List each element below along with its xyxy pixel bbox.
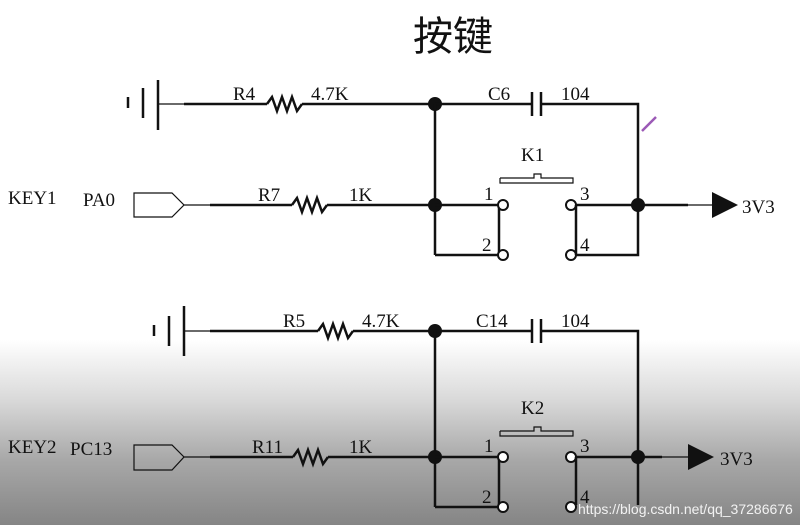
c6-ref: C6 [488,84,510,105]
pin-4: 4 [580,487,590,508]
supply-3v3-label: 3V3 [742,197,775,218]
junction [631,198,645,212]
pin-4: 4 [580,235,590,256]
resistor-r7 [290,194,329,216]
port-pa0-symbol [133,192,185,218]
ground-symbol [152,306,210,356]
key2-label: KEY2 [8,437,57,458]
junction [631,450,645,464]
power-arrow-icon [688,444,714,470]
pin-1: 1 [484,436,494,457]
k2-ref: K2 [521,398,544,419]
pen-cursor-icon [641,116,657,132]
power-arrow-icon [712,192,738,218]
r7-value: 1K [349,185,373,206]
circuit-key2: R5 4.7K C14 104 KEY2 PC13 R11 1K K2 1 2 [8,306,753,513]
key1-label: KEY1 [8,188,57,209]
port-pa0-label: PA0 [83,190,115,211]
r11-ref: R11 [252,437,283,458]
r5-value: 4.7K [362,311,400,332]
r4-value: 4.7K [311,84,349,105]
ground-symbol [126,80,184,130]
r5-ref: R5 [283,311,305,332]
wire [541,102,640,205]
resistor-r5 [316,320,355,342]
pin-1: 1 [484,184,494,205]
r4-ref: R4 [233,84,256,105]
pushbutton-k2 [497,426,577,513]
circuit-key1: R4 4.7K C6 104 KEY1 PA0 R7 1K K1 [8,80,775,261]
supply-3v3-label: 3V3 [720,449,753,470]
pin-3: 3 [580,436,590,457]
r7-ref: R7 [258,185,280,206]
k1-ref: K1 [521,145,544,166]
pushbutton-k1 [497,173,577,261]
page-title: 按键 [413,14,493,60]
resistor-r4 [265,93,304,115]
c6-value: 104 [561,84,590,105]
c14-ref: C14 [476,311,508,332]
port-pc13-symbol [133,444,185,471]
pin-3: 3 [580,184,590,205]
pin-2: 2 [482,487,492,508]
resistor-r11 [291,446,330,468]
watermark: https://blog.csdn.net/qq_37286676 [578,501,793,517]
r11-value: 1K [349,437,373,458]
c14-value: 104 [561,311,590,332]
pin-2: 2 [482,235,492,256]
port-pc13-label: PC13 [70,439,112,460]
